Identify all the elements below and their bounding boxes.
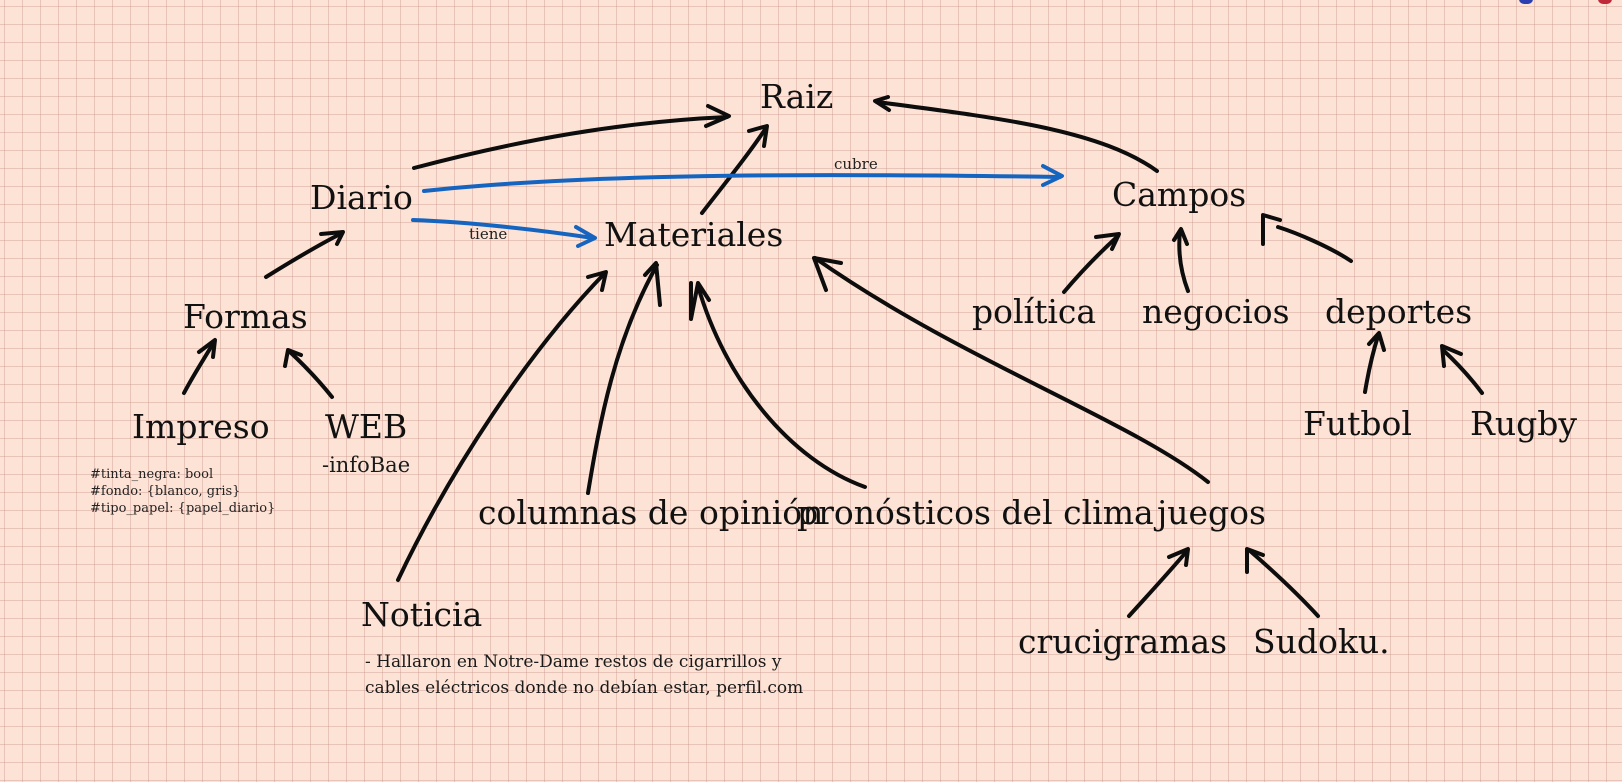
node-rugby[interactable]: Rugby xyxy=(1470,404,1577,443)
node-materiales[interactable]: Materiales xyxy=(604,215,784,254)
noticia-example-line: - Hallaron en Notre-Dame restos de cigar… xyxy=(365,652,782,672)
node-raiz[interactable]: Raiz xyxy=(760,77,834,116)
corner-blue-dot xyxy=(1519,0,1533,4)
edge-materiales-raiz xyxy=(700,124,769,215)
edge-deportes-campos xyxy=(1261,213,1353,263)
node-campos[interactable]: Campos xyxy=(1112,175,1247,214)
edge-diario-materiales-tiene xyxy=(411,218,597,248)
edge-futbol-deportes xyxy=(1363,331,1386,394)
node-formas[interactable]: Formas xyxy=(183,297,308,336)
edge-rugby-deportes xyxy=(1440,344,1484,395)
edge-formas-diario xyxy=(264,230,345,279)
node-columnas[interactable]: columnas de opinión xyxy=(478,493,824,532)
node-juegos[interactable]: juegos xyxy=(1157,493,1266,532)
edge-impreso-formas xyxy=(182,338,217,395)
edge-web-formas xyxy=(283,348,334,399)
edge-noticia-materiales xyxy=(396,270,608,582)
impreso-attr-line: #tinta_negra: bool xyxy=(90,467,214,482)
edge-politica-campos xyxy=(1062,232,1121,294)
edge-diario-raiz xyxy=(412,104,731,170)
edge-diario-campos-cubre xyxy=(422,164,1064,193)
web-example-note: -infoBae xyxy=(322,453,411,477)
node-impreso[interactable]: Impreso xyxy=(132,407,270,446)
edge-campos-raiz xyxy=(873,95,1159,173)
impreso-attr-line: #fondo: {blanco, gris} xyxy=(90,484,241,499)
noticia-example-line: cables eléctricos donde no debían estar,… xyxy=(365,678,804,698)
edge-sudoku-juegos xyxy=(1245,547,1320,618)
node-politica[interactable]: política xyxy=(972,292,1097,331)
node-negocios[interactable]: negocios xyxy=(1142,292,1290,331)
edge-label-tiene: tiene xyxy=(469,225,508,243)
impreso-attr-line: #tipo_papel: {papel_diario} xyxy=(90,501,276,516)
node-futbol[interactable]: Futbol xyxy=(1303,404,1412,443)
node-pronosticos[interactable]: pronósticos del clima xyxy=(797,493,1154,532)
node-noticia[interactable]: Noticia xyxy=(361,595,483,634)
node-crucigramas[interactable]: crucigramas xyxy=(1018,622,1228,661)
edge-pronosticos-materiales xyxy=(689,281,867,489)
edge-negocios-campos xyxy=(1172,227,1190,293)
edge-label-cubre: cubre xyxy=(834,155,878,173)
edge-crucigramas-juegos xyxy=(1127,547,1190,618)
node-sudoku[interactable]: Sudoku. xyxy=(1253,622,1390,661)
node-deportes[interactable]: deportes xyxy=(1325,292,1473,331)
edge-juegos-materiales xyxy=(812,256,1210,484)
node-diario[interactable]: Diario xyxy=(310,178,413,217)
corner-red-dot xyxy=(1598,0,1612,4)
edge-columnas-materiales xyxy=(586,261,662,495)
node-web[interactable]: WEB xyxy=(325,407,408,446)
